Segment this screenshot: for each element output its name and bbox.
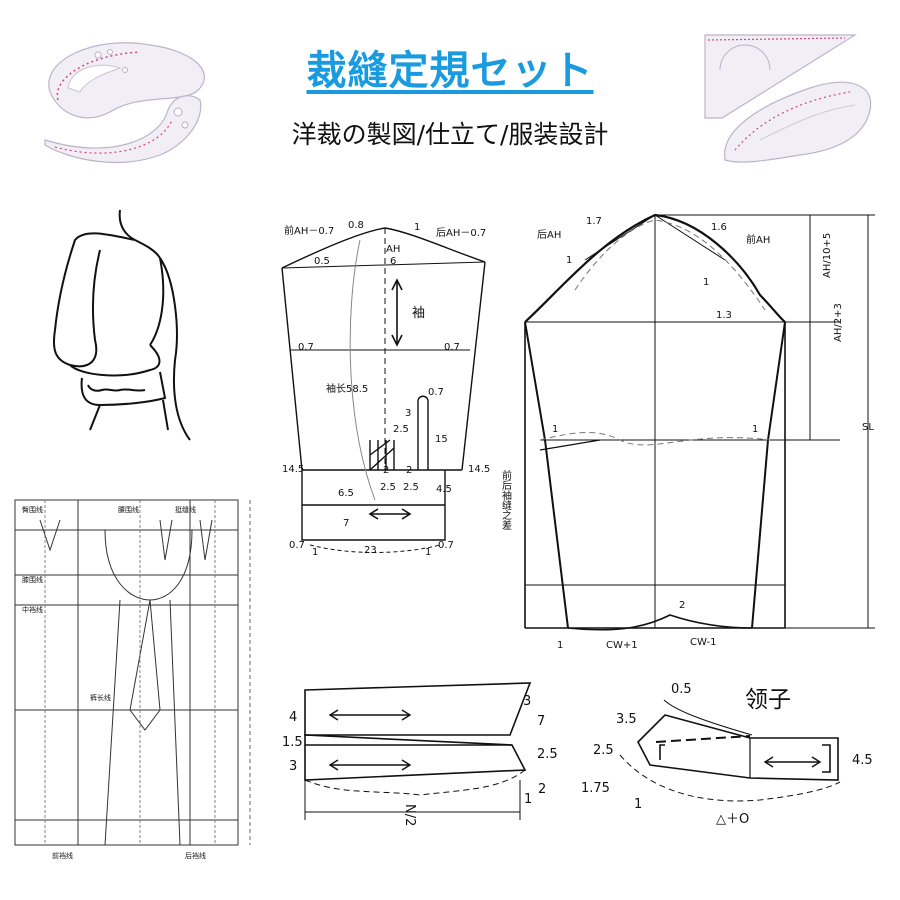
blouse-sketch <box>52 209 191 441</box>
pants-label-7: 后裆线 <box>185 851 206 860</box>
collar-title: 领子 <box>745 687 791 713</box>
label-cw-minus-1: CW-1 <box>690 637 716 648</box>
cuff-label-2: 2 <box>538 782 546 797</box>
label-bottom-07-right: 0.7 <box>438 540 454 551</box>
label-placket-3: 3 <box>405 408 411 419</box>
collar-label-1: 1 <box>634 797 642 812</box>
label-left-07: 0.7 <box>298 342 314 353</box>
pants-pattern: 臀围线 膝围线 中裆线 腰围线 裤长线 挺缝线 前裆线 后裆线 <box>14 499 251 860</box>
label-placket-15: 15 <box>435 434 448 445</box>
pants-label-2: 中裆线 <box>22 605 43 614</box>
collar-label-175: 1.75 <box>581 781 610 796</box>
label-1a: 1 <box>566 255 572 266</box>
label-16: 1.6 <box>711 222 727 233</box>
ruler-set-right-image <box>704 34 872 163</box>
cuff-label-4: 4 <box>289 710 297 725</box>
page-title: 裁縫定規セット <box>306 48 594 94</box>
label-cuff-25a: 2.5 <box>380 482 396 493</box>
cuff-pattern: 4 1.5 3 3 7 2.5 1 2 N/2 <box>282 682 558 826</box>
label-cuff-45: 4.5 <box>436 484 452 495</box>
cuff-label-3-right: 3 <box>523 694 531 709</box>
label-13: 1.3 <box>716 310 732 321</box>
label-cuff-7: 7 <box>343 518 349 529</box>
label-side-1-left: 1 <box>552 424 558 435</box>
cuff-label-1: 1 <box>524 792 532 807</box>
pants-label-5: 挺缝线 <box>175 505 196 514</box>
cuff-label-7: 7 <box>537 714 545 729</box>
collar-label-35: 3.5 <box>616 712 637 727</box>
label-1b: 1 <box>703 277 709 288</box>
label-bottom-1-left: 1 <box>312 547 318 558</box>
label-sl: SL <box>862 422 874 433</box>
label-right-07: 0.7 <box>444 342 460 353</box>
label-bottom-1-right: 1 <box>425 547 431 558</box>
ruler-set-left-image <box>44 42 205 164</box>
label-cuff-25b: 2.5 <box>403 482 419 493</box>
pants-label-0: 臀围线 <box>22 505 43 514</box>
label-pleat-2a: 2 <box>383 465 389 476</box>
cuff-label-3-left: 3 <box>289 759 297 774</box>
label-seam-diff-note: 前后袖缝之差 <box>500 469 512 530</box>
label-formula-ah10: AH/10+5 <box>822 233 833 278</box>
sleeve-draft: 后AH 前AH 1.7 1.6 1 1 1.3 AH/10+5 AH/2+3 S… <box>500 213 875 651</box>
label-placket-25: 2.5 <box>393 424 409 435</box>
label-front-ah: 前AH <box>746 233 770 246</box>
page-subtitle: 洋裁の製図/仕立て/服装設計 <box>291 120 609 149</box>
label-08: 0.8 <box>348 220 364 231</box>
label-back-ah: 后AH <box>537 229 561 241</box>
label-sleeve-char: 袖 <box>412 306 425 321</box>
collar-pattern: 领子 0.5 3.5 2.5 1.75 1 4.5 △＋O <box>581 682 873 827</box>
sleeve-pattern: 前AH－0.7 0.8 1 后AH－0.7 AH 6 0.5 袖 0.7 0.7… <box>281 220 490 558</box>
label-bottom-23: 23 <box>364 545 377 556</box>
label-ah-marker: AH <box>386 244 400 255</box>
pants-label-6: 前裆线 <box>52 851 73 860</box>
label-placket-07: 0.7 <box>428 387 444 398</box>
collar-formula: △＋O <box>716 812 749 827</box>
label-bottom-07-left: 0.7 <box>289 540 305 551</box>
pants-label-3: 腰围线 <box>118 505 139 514</box>
collar-label-25: 2.5 <box>593 743 614 758</box>
label-right-145: 14.5 <box>468 464 490 475</box>
label-bottom-2: 2 <box>679 600 685 611</box>
collar-label-05: 0.5 <box>671 682 692 697</box>
label-front-ah: 前AH－0.7 <box>284 224 334 237</box>
cuff-label-25: 2.5 <box>537 747 558 762</box>
label-formula-ah2: AH/2+3 <box>833 303 844 342</box>
label-1: 1 <box>414 222 420 233</box>
label-17: 1.7 <box>586 216 602 227</box>
label-cw-plus-1: CW+1 <box>606 640 638 651</box>
pants-label-1: 膝围线 <box>22 575 43 584</box>
pants-label-4: 裤长线 <box>90 693 111 702</box>
cuff-label-n2: N/2 <box>402 804 417 826</box>
label-pleat-2b: 2 <box>406 465 412 476</box>
label-05: 0.5 <box>314 256 330 267</box>
label-bottom-1: 1 <box>557 640 563 651</box>
label-left-145: 14.5 <box>282 464 304 475</box>
label-6: 6 <box>390 256 396 267</box>
label-side-1-right: 1 <box>752 424 758 435</box>
collar-label-45: 4.5 <box>852 753 873 768</box>
label-cuff-65: 6.5 <box>338 488 354 499</box>
label-sleeve-length: 袖长58.5 <box>326 382 368 395</box>
label-back-ah: 后AH－0.7 <box>436 227 486 239</box>
cuff-label-15: 1.5 <box>282 735 303 750</box>
